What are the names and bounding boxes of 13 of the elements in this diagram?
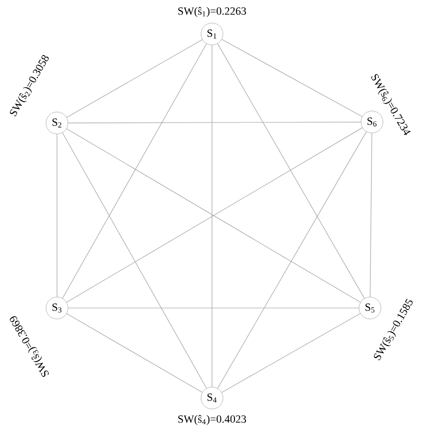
edge-line (66, 39, 203, 118)
edge-line (217, 43, 365, 299)
edge-line (62, 43, 207, 299)
edge-line (56, 134, 58, 298)
edge-line (62, 132, 207, 389)
edge-line (222, 39, 362, 117)
edge-line (68, 122, 362, 124)
edge-line (217, 131, 367, 389)
value-label: SW(ŝ$_{4}$)=0.4023 (178, 415, 246, 425)
edge-line (370, 132, 372, 298)
edge-line (66, 313, 203, 393)
value-label: SW(ŝ$_{1}$)=0.2263 (178, 7, 246, 17)
edge-line (221, 313, 361, 393)
